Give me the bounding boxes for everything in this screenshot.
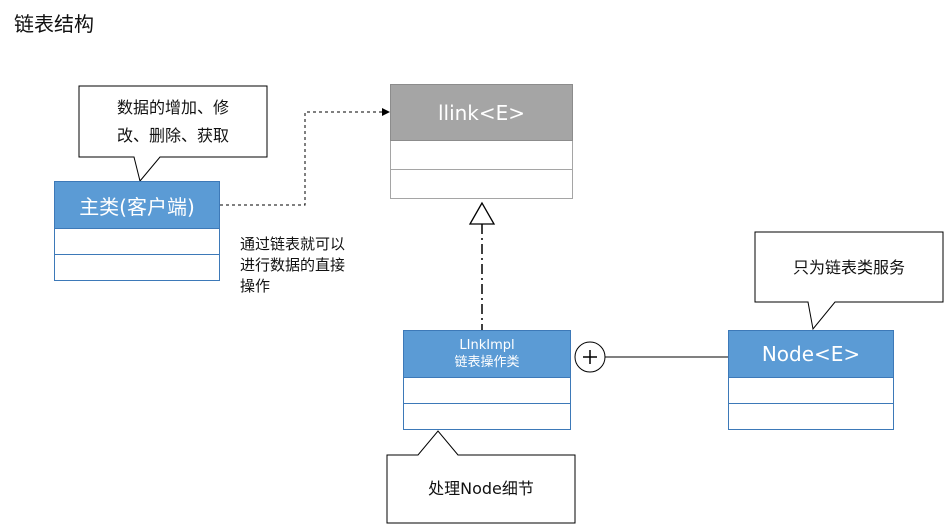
node-class-header[interactable]: Node<E>: [728, 330, 894, 378]
dependency-line: [220, 111, 388, 206]
client-class-label: 主类(客户端): [79, 194, 195, 219]
impl-class-label-line2: 链表操作类: [454, 355, 520, 370]
dependency-arrowhead: [382, 108, 390, 116]
impl-note: 处理Node细节: [428, 479, 534, 498]
client-description-line1: 通过链表就可以: [240, 235, 346, 253]
impl-class-row: [403, 404, 571, 430]
client-note-callout: [78, 85, 268, 183]
client-note-line1: 数据的增加、修: [116, 98, 229, 117]
client-class-row: [54, 255, 220, 281]
node-note: 只为链表类服务: [792, 258, 905, 277]
node-class-label: Node<E>: [761, 342, 861, 366]
client-description: 通过链表就可以 进行数据的直接 操作: [240, 234, 380, 297]
client-description-line3: 操作: [240, 277, 271, 295]
impl-class-header[interactable]: LInkImpl 链表操作类: [403, 330, 571, 378]
interface-header[interactable]: llink<E>: [390, 84, 573, 141]
node-note-callout: [754, 231, 944, 331]
node-class-row: [728, 404, 894, 430]
interface-row: [390, 141, 573, 170]
interface-row: [390, 170, 573, 199]
impl-class-label-line1: LInkImpl: [459, 338, 515, 353]
interface-label: llink<E>: [437, 100, 526, 125]
impl-note-callout: [386, 430, 576, 524]
realization-triangle: [468, 201, 496, 225]
impl-class-row: [403, 378, 571, 404]
node-class-row: [728, 378, 894, 404]
client-description-line2: 进行数据的直接: [240, 256, 346, 274]
diagram-title: 链表结构: [14, 12, 94, 36]
client-note-line2: 改、删除、获取: [116, 126, 229, 145]
client-note: 数据的增加、修 改、删除、获取: [79, 94, 267, 150]
client-class-row: [54, 229, 220, 255]
client-class-header[interactable]: 主类(客户端): [54, 181, 220, 229]
